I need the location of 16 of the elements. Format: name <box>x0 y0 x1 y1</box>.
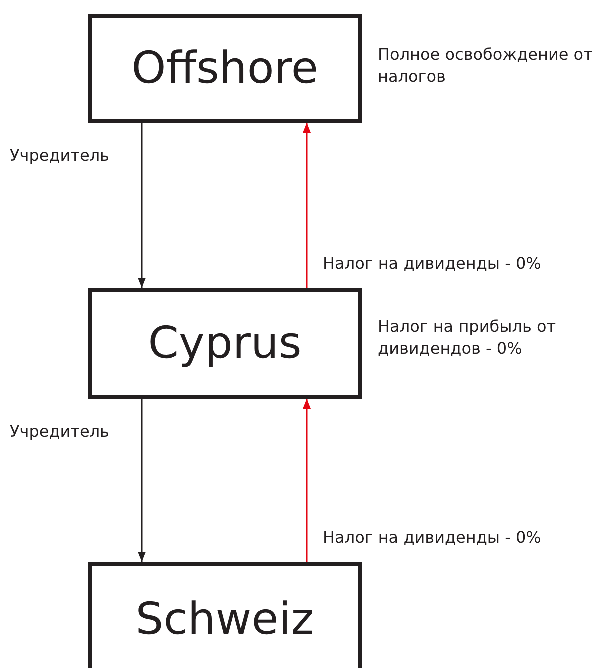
entity-box <box>88 562 362 668</box>
edge-label: Налог на дивиденды - 0% <box>323 254 542 274</box>
entity-name: Cyprus <box>148 318 302 369</box>
entity-box <box>88 288 362 399</box>
tax-note: Налог на прибыль от дивидендов - 0% <box>378 316 558 360</box>
edge-label: Учредитель <box>10 422 110 442</box>
arrow <box>138 399 146 562</box>
entity-name: Offshore <box>132 43 318 94</box>
entity-name: Schweiz <box>136 594 314 644</box>
entity-box <box>88 14 362 123</box>
arrow <box>138 123 146 288</box>
arrow <box>303 123 311 288</box>
edge-label: Учредитель <box>10 146 110 166</box>
arrow <box>303 399 311 562</box>
edge-label: Налог на дивиденды - 0% <box>323 528 542 548</box>
tax-note: Полное освобождение от налогов <box>378 44 594 88</box>
